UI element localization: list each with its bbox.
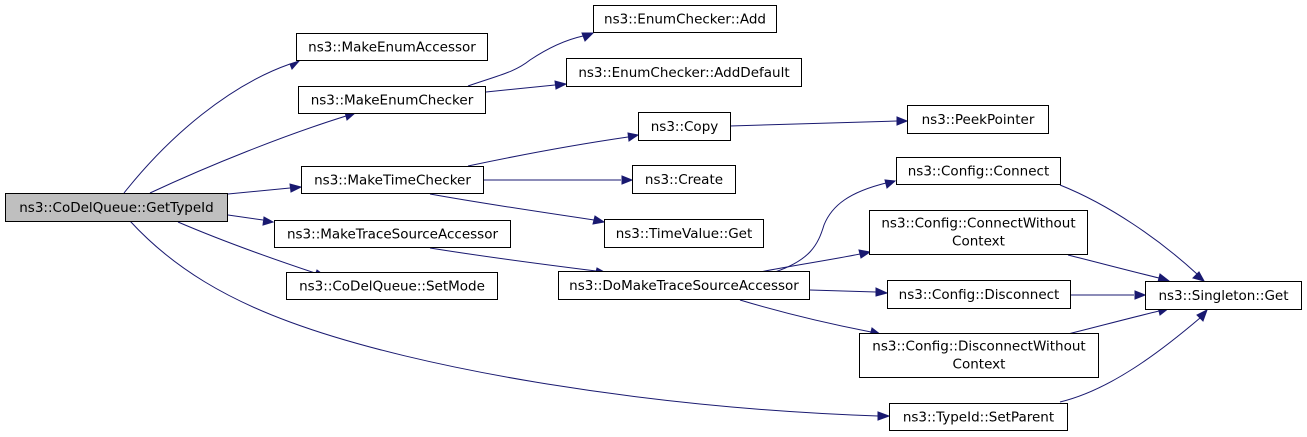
node-label-line2: Context	[953, 357, 1006, 373]
edge-gettypeid-maketracesourceaccessor	[227, 214, 275, 226]
edge-configdisconnect-singletonget	[1070, 290, 1147, 300]
node-label: ns3::Copy	[651, 119, 719, 135]
edge-domake-configconnect	[774, 179, 897, 273]
edge-domake-connectwithoutcontext	[759, 249, 872, 273]
node-label: ns3::MakeTimeChecker	[314, 173, 471, 189]
edge-makeenumchecker-add	[467, 32, 595, 87]
edge-maketimechecker-create	[483, 175, 634, 185]
node-makeenumaccessor[interactable]: ns3::MakeEnumAccessor	[296, 33, 488, 61]
edge-domake-disconnectwithoutcontext	[739, 299, 883, 337]
edge-configconnect-singletonget	[1059, 184, 1206, 282]
node-label: ns3::Singleton::Get	[1158, 288, 1288, 304]
node-label-line1: ns3::Config::DisconnectWithout	[872, 339, 1085, 355]
node-maketimechecker[interactable]: ns3::MakeTimeChecker	[301, 166, 484, 194]
node-create[interactable]: ns3::Create	[632, 165, 736, 194]
edge-maketimechecker-timevalueget	[429, 193, 606, 225]
node-label: ns3::CoDelQueue::GetTypeId	[19, 200, 213, 216]
node-enumchecker-add[interactable]: ns3::EnumChecker::Add	[593, 5, 777, 33]
node-label: ns3::EnumChecker::Add	[604, 12, 766, 28]
node-maketracesourceaccessor[interactable]: ns3::MakeTraceSourceAccessor	[274, 220, 511, 248]
node-peekpointer[interactable]: ns3::PeekPointer	[907, 105, 1049, 134]
edge-gettypeid-maketimechecker	[227, 183, 303, 195]
node-label: ns3::MakeEnumAccessor	[308, 40, 476, 56]
edge-disconnectwithoutcontext-singletonget	[1067, 306, 1171, 335]
node-label: ns3::TypeId::SetParent	[903, 410, 1054, 426]
node-label: ns3::DoMakeTraceSourceAccessor	[569, 278, 799, 294]
node-label: ns3::PeekPointer	[922, 112, 1035, 128]
edge-copy-peekpointer	[729, 116, 909, 127]
node-label: ns3::CoDelQueue::SetMode	[299, 279, 485, 295]
edge-gettypeid-settypeidparent	[129, 220, 891, 421]
node-codelqueue-gettypeid[interactable]: ns3::CoDelQueue::GetTypeId	[5, 193, 228, 222]
node-domaketracesourceaccessor[interactable]: ns3::DoMakeTraceSourceAccessor	[558, 271, 810, 300]
node-label: ns3::Create	[645, 172, 723, 188]
edge-makeenumchecker-adddefault	[485, 80, 568, 93]
node-config-disconnect[interactable]: ns3::Config::Disconnect	[887, 280, 1071, 309]
node-label: ns3::Config::Connect	[908, 164, 1050, 180]
edge-connectwithoutcontext-singletonget	[1067, 254, 1171, 283]
node-config-disconnectwithoutcontext[interactable]: ns3::Config::DisconnectWithout Context	[859, 333, 1099, 378]
node-label: ns3::EnumChecker::AddDefault	[578, 65, 789, 81]
node-timevalue-get[interactable]: ns3::TimeValue::Get	[604, 219, 764, 248]
node-label: ns3::MakeTraceSourceAccessor	[287, 227, 498, 243]
node-config-connect[interactable]: ns3::Config::Connect	[896, 157, 1061, 185]
node-label: ns3::MakeEnumChecker	[311, 93, 474, 109]
node-label-line1: ns3::Config::ConnectWithout	[881, 216, 1075, 232]
node-codelqueue-setmode[interactable]: ns3::CoDelQueue::SetMode	[286, 272, 498, 300]
edge-gettypeid-makeenumaccessor	[123, 59, 301, 194]
edge-settypeidparent-singletonget	[1059, 308, 1208, 403]
node-typeid-setparent[interactable]: ns3::TypeId::SetParent	[889, 403, 1068, 431]
node-enumchecker-adddefault[interactable]: ns3::EnumChecker::AddDefault	[566, 58, 802, 87]
node-makeenumchecker[interactable]: ns3::MakeEnumChecker	[298, 86, 486, 114]
edge-maketimechecker-copy	[467, 132, 640, 167]
node-label: ns3::Config::Disconnect	[899, 287, 1060, 303]
node-singleton-get[interactable]: ns3::Singleton::Get	[1145, 281, 1302, 310]
node-label: ns3::TimeValue::Get	[616, 226, 753, 242]
node-config-connectwithoutcontext[interactable]: ns3::Config::ConnectWithout Context	[869, 210, 1088, 255]
edge-domake-configdisconnect	[809, 287, 889, 297]
node-label-line2: Context	[952, 234, 1005, 250]
node-copy[interactable]: ns3::Copy	[638, 112, 731, 141]
